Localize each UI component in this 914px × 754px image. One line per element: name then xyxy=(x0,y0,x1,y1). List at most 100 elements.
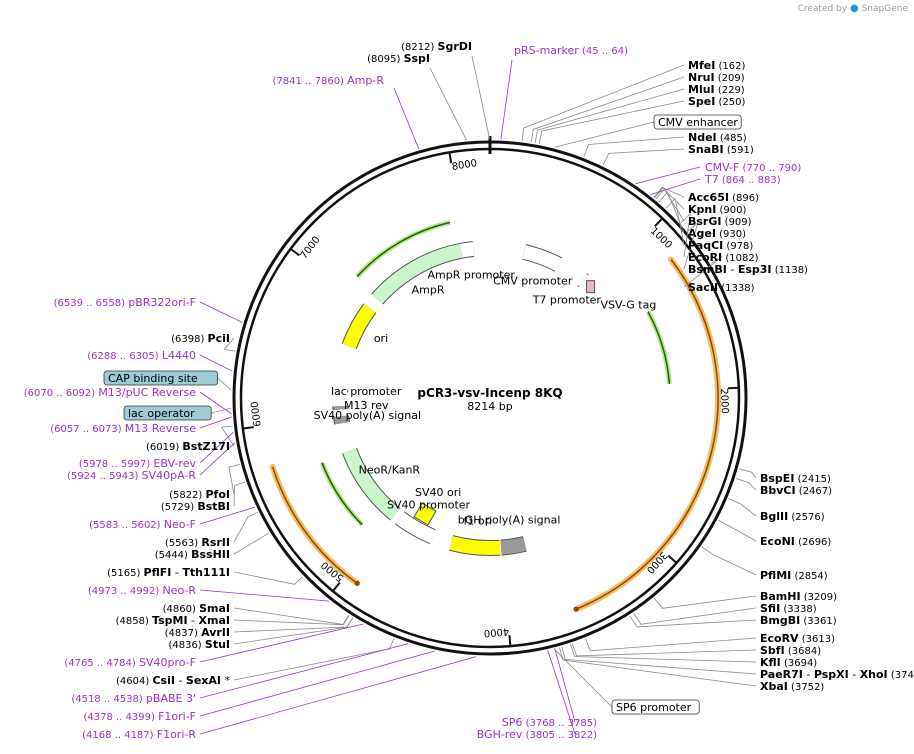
site-label-bstbi[interactable]: (5729) BstBI xyxy=(161,500,230,513)
primer-label-sp6[interactable]: SP6 (3768 .. 3785) xyxy=(502,716,597,729)
site-label-pfoi[interactable]: (5822) PfoI xyxy=(169,488,230,501)
site-label-kfli[interactable]: KflI (3694) xyxy=(760,656,817,669)
site-label-bglii[interactable]: BglII (2576) xyxy=(760,510,825,523)
site-label-xbai[interactable]: XbaI (3752) xyxy=(760,680,824,693)
boxed-feature-label: CAP binding site xyxy=(108,372,198,385)
primer-label-t7[interactable]: T7 (864 .. 883) xyxy=(704,173,781,186)
site-leader xyxy=(233,481,246,507)
tick-label: 6000 xyxy=(250,401,264,428)
primer-label-sv40pa-r[interactable]: (5924 .. 5943) SV40pA-R xyxy=(67,469,196,482)
site-label-econi[interactable]: EcoNI (2696) xyxy=(760,535,831,548)
primer-label-cmv-f[interactable]: CMV-F (770 .. 790) xyxy=(705,161,801,174)
site-label-bsrgi[interactable]: BsrGI (909) xyxy=(688,215,752,228)
site-label-sspi[interactable]: (8095) SspI xyxy=(367,52,430,65)
primer-label-prs-marker[interactable]: pRS-marker (45 .. 64) xyxy=(514,44,628,57)
primer-leader xyxy=(650,178,701,196)
primer-leader xyxy=(199,643,409,699)
site-label-nrui[interactable]: NruI (209) xyxy=(688,71,745,84)
primer-label-bgh-rev[interactable]: BGH-rev (3805 .. 3822) xyxy=(477,728,597,741)
site-leader xyxy=(665,197,685,246)
tick-mark xyxy=(654,217,664,227)
site-label-bmgbi[interactable]: BmgBI (3361) xyxy=(760,614,837,627)
primer-label-pbr322ori-f[interactable]: (6539 .. 6558) pBR322ori-F xyxy=(54,296,196,309)
primer-label-pbabe-3[interactable]: (4518 .. 4538) pBABE 3' xyxy=(71,692,196,705)
primer-leader xyxy=(199,416,232,429)
site-leader xyxy=(521,64,685,142)
boxed-feature-leader xyxy=(554,121,655,148)
primer-leader xyxy=(554,648,576,723)
site-label-ecori[interactable]: EcoRI (1082) xyxy=(688,251,759,264)
site-leader xyxy=(718,519,757,542)
feature-vsv-g-tag xyxy=(586,280,596,294)
site-label-pflfi[interactable]: (5165) PflFI - Tth111I xyxy=(107,566,230,579)
site-label-paer7i[interactable]: PaeR7I - PspXI - XhoI (3740) xyxy=(760,668,914,681)
site-label-smai[interactable]: (4860) SmaI xyxy=(163,602,230,615)
site-label-mlui[interactable]: MluI (229) xyxy=(688,83,745,96)
tick-mark xyxy=(290,248,301,257)
boxed-feature-lac-operator[interactable] xyxy=(123,405,212,421)
site-label-acc65i[interactable]: Acc65I (896) xyxy=(688,191,759,204)
site-label-sgrdi[interactable]: (8212) SgrDI xyxy=(401,40,472,53)
site-label-pcii[interactable]: (6398) PciI xyxy=(171,332,230,345)
site-label-sbfi[interactable]: SbfI (3684) xyxy=(760,644,821,657)
site-leader xyxy=(559,647,757,687)
feature-label: NeoR/KanR xyxy=(359,463,421,476)
site-label-agei[interactable]: AgeI (930) xyxy=(688,227,746,240)
boxed-feature-leader xyxy=(217,377,232,391)
site-label-avrii[interactable]: (4837) AvrII xyxy=(165,626,230,639)
site-label-ecorv[interactable]: EcoRV (3613) xyxy=(760,632,835,645)
boxed-feature-label: CMV enhancer xyxy=(658,116,738,129)
tick-label: 2000 xyxy=(718,388,730,414)
primer-label-m13-puc-reverse[interactable]: (6070 .. 6092) M13/pUC Reverse xyxy=(24,386,196,399)
site-label-mfei[interactable]: MfeI (162) xyxy=(688,59,745,72)
site-label-spei[interactable]: SpeI (250) xyxy=(688,95,746,108)
feature-sv40-promoter xyxy=(395,512,436,544)
boxed-feature-sp6-promoter[interactable] xyxy=(611,699,700,715)
site-label-bsmbi[interactable]: BsmBI - Esp3I (1138) xyxy=(688,263,808,276)
feature-label: f1 ori xyxy=(464,514,493,527)
orange-region-arrowhead xyxy=(354,580,360,586)
site-label-paqci[interactable]: PaqCI (978) xyxy=(688,239,753,252)
boxed-feature-cmv-enhancer[interactable] xyxy=(653,114,742,130)
site-label-bbvci[interactable]: BbvCI (2467) xyxy=(760,484,832,497)
site-label-rsrii[interactable]: (5563) RsrII xyxy=(165,536,230,549)
green-arrow-line xyxy=(321,462,363,526)
site-label-tspmi[interactable]: (4858) TspMI - XmaI xyxy=(116,614,230,627)
site-label-bspei[interactable]: BspEI (2415) xyxy=(760,472,831,485)
boxed-feature-cap-binding-site[interactable] xyxy=(103,370,218,386)
site-leader xyxy=(561,646,757,675)
primer-label-neo-r[interactable]: (4973 .. 4992) Neo-R xyxy=(88,584,197,597)
green-arrow-band xyxy=(645,310,672,384)
site-label-kpni[interactable]: KpnI (900) xyxy=(688,203,746,216)
site-label-snabi[interactable]: SnaBI (591) xyxy=(688,143,754,156)
site-label-stui[interactable]: (4836) StuI xyxy=(168,638,230,651)
site-label-pflmi[interactable]: PflMI (2854) xyxy=(760,569,828,582)
tick-label: 4000 xyxy=(483,625,509,638)
site-leader xyxy=(653,186,685,198)
feature-ori xyxy=(342,304,376,349)
site-label-ndei[interactable]: NdeI (485) xyxy=(688,131,747,144)
site-leader xyxy=(571,643,757,657)
site-label-bamhi[interactable]: BamHI (3209) xyxy=(760,590,837,603)
primer-label-amp-r[interactable]: (7841 .. 7860) Amp-R xyxy=(273,74,385,87)
site-leader xyxy=(728,498,757,517)
site-label-bstz17i[interactable]: (6019) BstZ17I xyxy=(146,440,230,453)
site-label-bsshii[interactable]: (5444) BssHII xyxy=(155,548,230,561)
snapgene-logo-icon: ● xyxy=(849,3,859,14)
site-label-csii[interactable]: (4604) CsiI - SexAI * xyxy=(116,674,230,687)
primer-label-sv40pro-f[interactable]: (4765 .. 4784) SV40pro-F xyxy=(64,656,196,669)
primer-label-neo-f[interactable]: (5583 .. 5602) Neo-F xyxy=(89,518,196,531)
primer-leader xyxy=(199,650,435,717)
primer-label-m13-reverse[interactable]: (6057 .. 6073) M13 Reverse xyxy=(50,422,196,435)
feature-label: T7 promoter xyxy=(532,294,602,307)
site-label-sfii[interactable]: SfiI (3338) xyxy=(760,602,817,615)
primer-label-ebv-rev[interactable]: (5978 .. 5997) EBV-rev xyxy=(79,457,197,470)
plasmid-backbone xyxy=(232,136,748,656)
primer-label-l4440[interactable]: (6288 .. 6305) L4440 xyxy=(87,349,196,362)
primer-label-f1ori-f[interactable]: (4378 .. 4399) F1ori-F xyxy=(83,710,196,723)
site-leader xyxy=(233,617,354,633)
primer-label-f1ori-r[interactable]: (4168 .. 4187) F1ori-R xyxy=(82,728,196,741)
site-label-sacii[interactable]: SacII (1338) xyxy=(688,281,755,294)
feature-ampr xyxy=(371,243,463,304)
